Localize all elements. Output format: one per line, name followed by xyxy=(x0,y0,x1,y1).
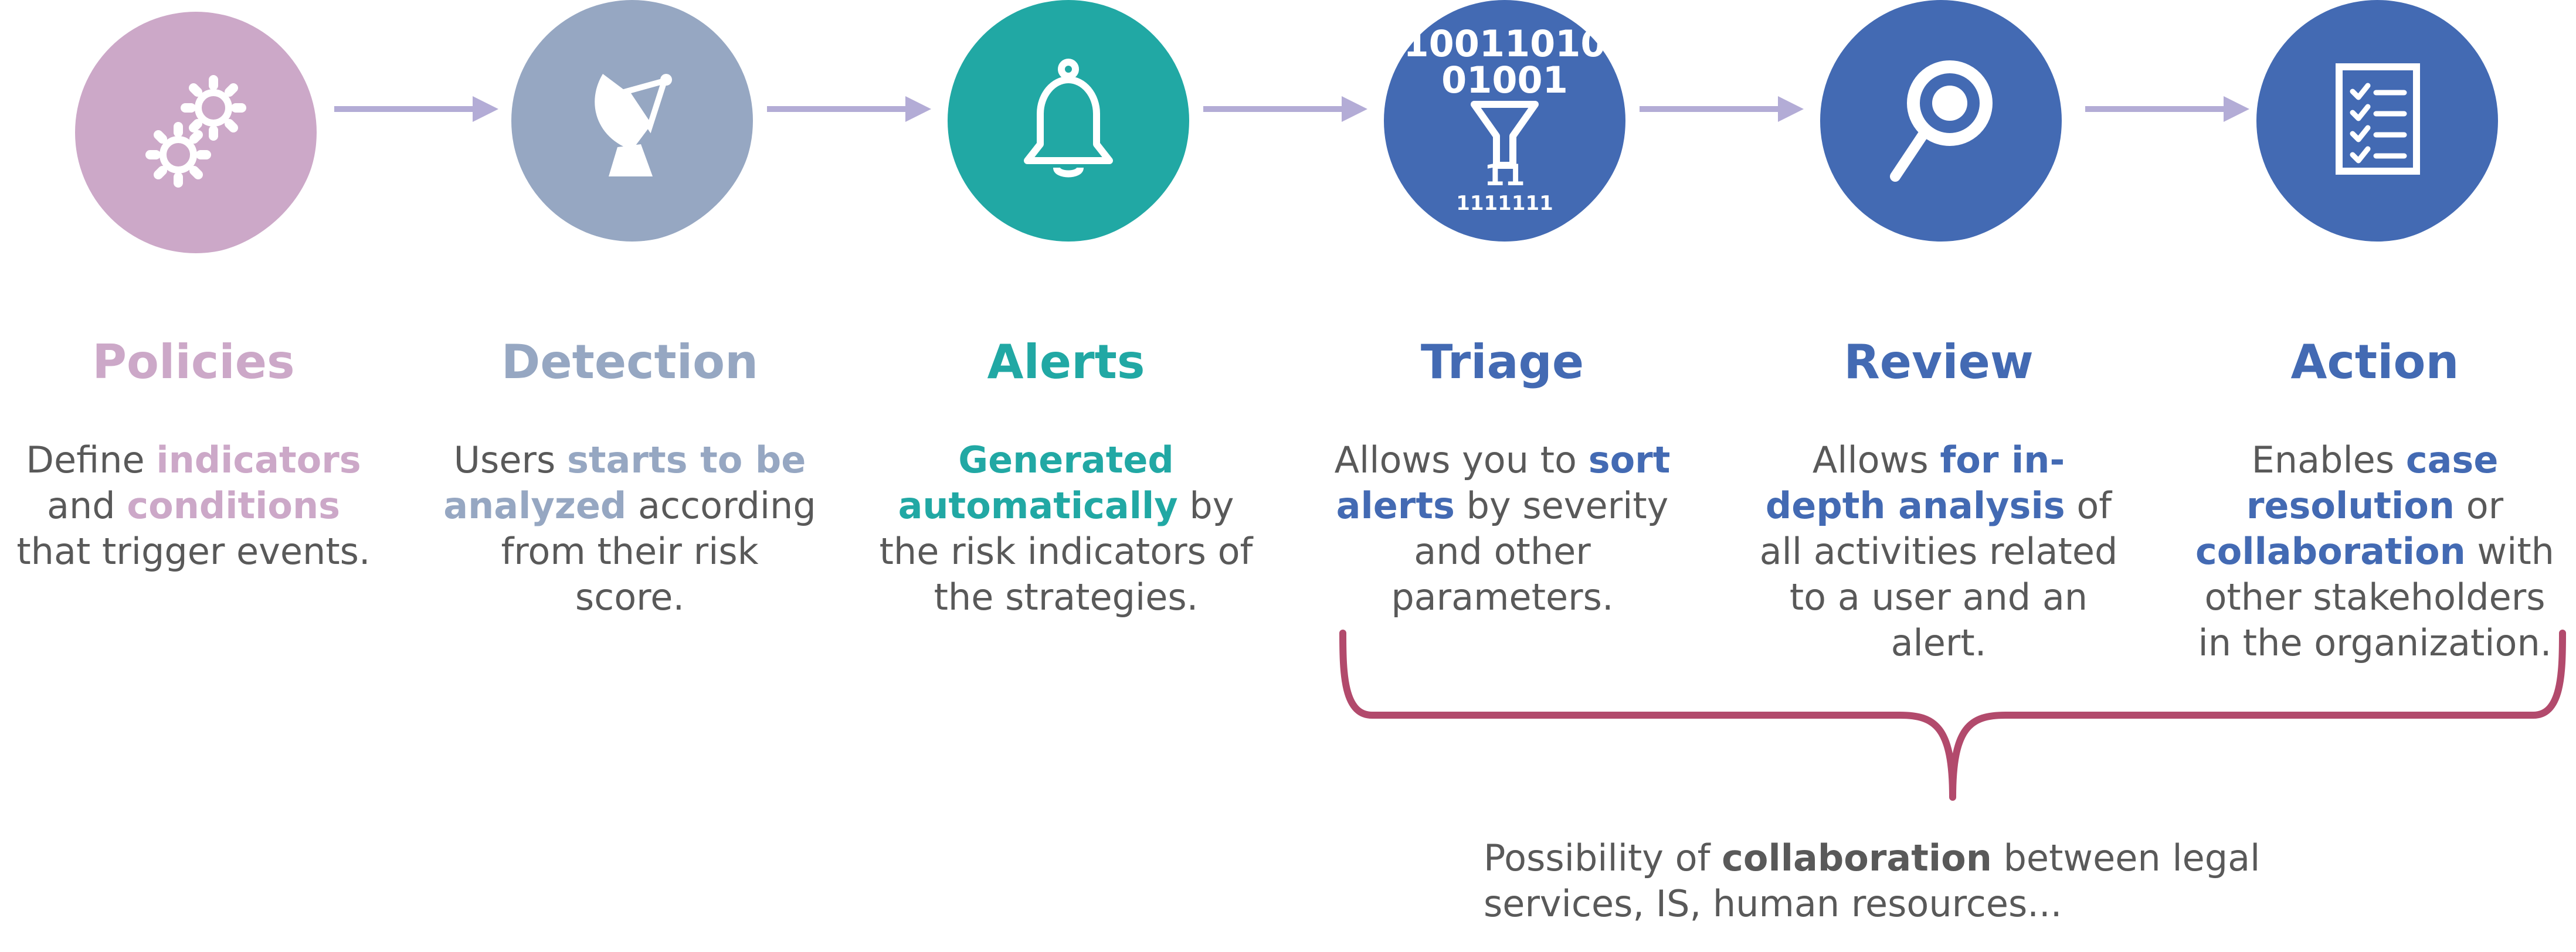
page-curl-decoration xyxy=(636,124,753,242)
gears-icon xyxy=(145,75,246,188)
detection-title: Detection xyxy=(501,335,759,389)
highlighted-text: starts to be xyxy=(566,438,806,481)
checklist-icon xyxy=(2336,63,2420,175)
action-title: Action xyxy=(2290,335,2459,389)
magnifier-icon xyxy=(1890,60,1993,182)
page-curl-decoration xyxy=(199,136,317,253)
satellite-dish-icon xyxy=(595,74,672,176)
arrow-policies-to-detection xyxy=(334,96,498,122)
triage-circle: 10011010 01001 11 1111111 xyxy=(1384,0,1625,242)
binary-row-2: 01001 xyxy=(1441,59,1568,101)
arrow-detection-to-alerts xyxy=(767,96,931,122)
collaboration-note: Possibility of collaboration between leg… xyxy=(1484,837,2261,925)
highlighted-text: case xyxy=(2405,438,2499,481)
arrow-review-to-action xyxy=(2085,96,2249,122)
data-filter-icon: 10011010 01001 11 1111111 xyxy=(1405,22,1604,215)
action-circle xyxy=(2256,0,2498,242)
review-title: Review xyxy=(1844,335,2034,389)
page-curl-decoration xyxy=(1508,124,1625,242)
binary-row-4: 1111111 xyxy=(1456,192,1553,215)
alerts-title: Alerts xyxy=(987,335,1145,389)
highlighted-text: collaboration xyxy=(2195,530,2466,573)
arrow-triage-to-review xyxy=(1640,96,1804,122)
triage-title: Triage xyxy=(1420,335,1584,389)
highlighted-text: analyzed xyxy=(443,484,627,527)
bell-icon xyxy=(1024,59,1113,178)
highlighted-text: for in- xyxy=(1940,438,2065,481)
highlighted-text: indicators xyxy=(156,438,361,481)
arrow-alerts-to-triage xyxy=(1203,96,1367,122)
highlighted-text: Generated xyxy=(958,438,1174,481)
highlighted-text: alerts xyxy=(1336,484,1455,527)
policies-title: Policies xyxy=(92,335,295,389)
collaboration-brace xyxy=(1339,630,2566,801)
highlighted-text: automatically xyxy=(898,484,1178,527)
highlighted-text: sort xyxy=(1588,438,1671,481)
review-circle xyxy=(1820,0,2062,242)
binary-row-1: 10011010 xyxy=(1405,22,1604,65)
highlighted-text: depth analysis xyxy=(1765,484,2065,527)
page-curl-decoration xyxy=(1944,124,2062,242)
highlighted-text: collaboration xyxy=(1722,837,1992,879)
alerts-circle xyxy=(948,0,1189,242)
page-curl-decoration xyxy=(2381,124,2498,242)
page-curl-decoration xyxy=(1072,124,1189,242)
detection-circle xyxy=(511,0,753,242)
highlighted-text: conditions xyxy=(127,484,340,527)
highlighted-text: resolution xyxy=(2246,484,2455,527)
policies-circle xyxy=(75,12,317,253)
